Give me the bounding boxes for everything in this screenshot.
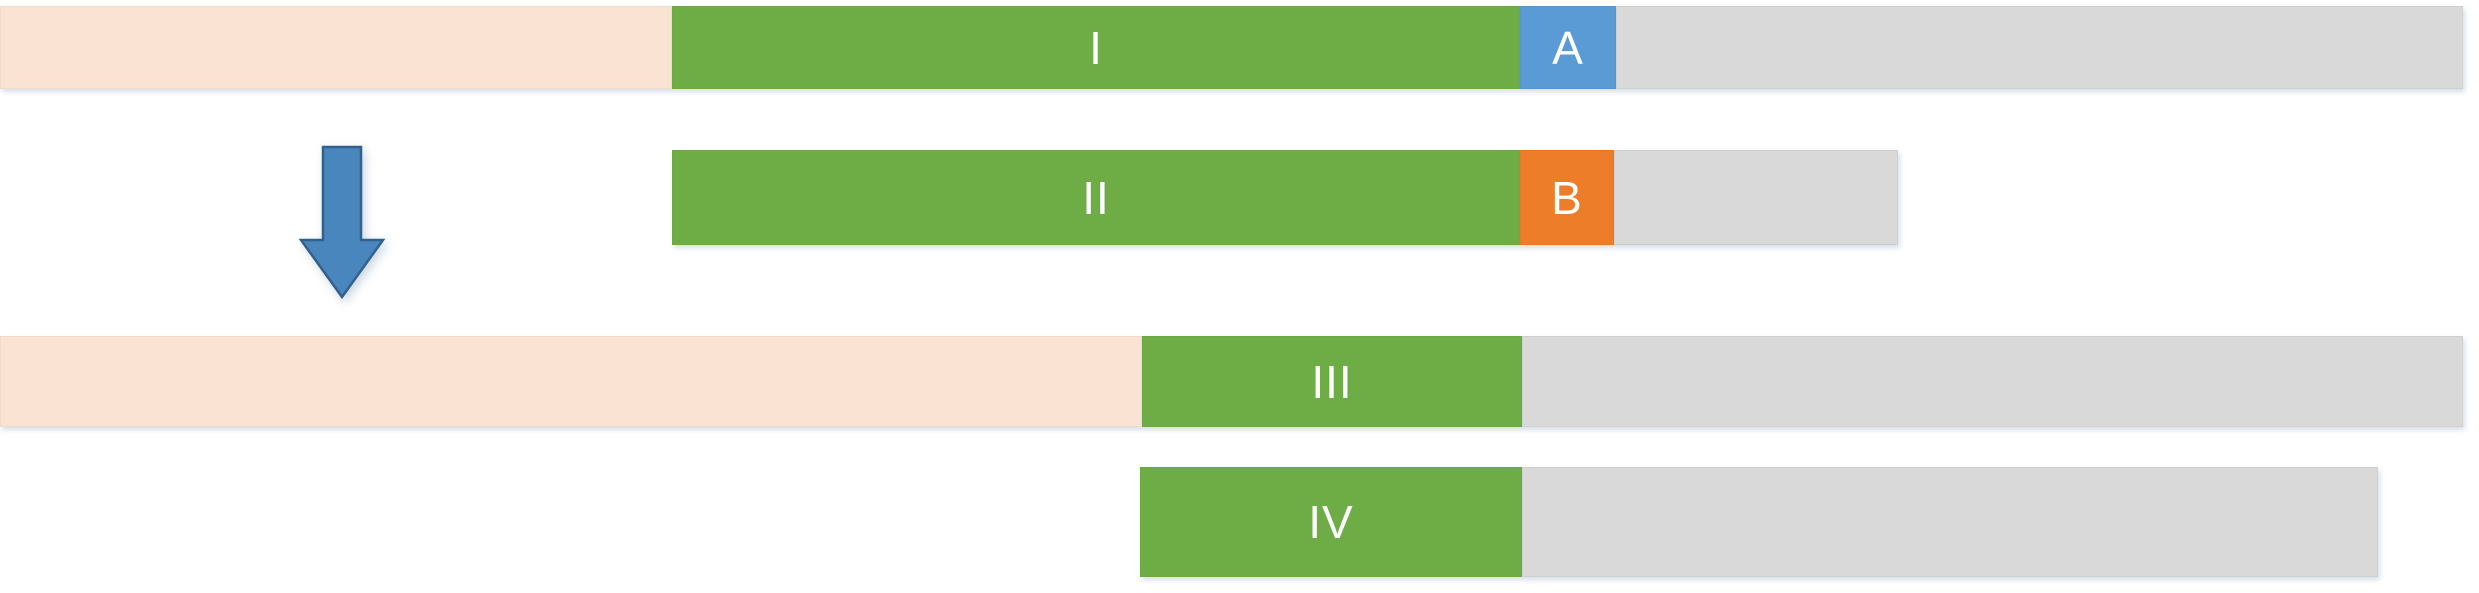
down-arrow-icon xyxy=(298,145,386,300)
segment-label: IV xyxy=(1308,496,1354,548)
segment-row-1-prefix xyxy=(0,6,672,89)
segment-label: B xyxy=(1551,171,1583,224)
segment-row-2-marker-b: B xyxy=(1520,150,1614,245)
segment-label: I xyxy=(1089,21,1103,74)
segment-row-3-suffix xyxy=(1522,336,2463,427)
segment-row-4-suffix xyxy=(1522,467,2378,577)
segment-label: II xyxy=(1082,171,1110,224)
segment-row-2-main: II xyxy=(672,150,1520,245)
segment-row-1-main: I xyxy=(672,6,1520,89)
segment-row-3-main: III xyxy=(1142,336,1522,427)
segment-row-2-suffix xyxy=(1614,150,1898,245)
bar-row-row-3: III xyxy=(0,336,2463,427)
bar-row-row-4: IV xyxy=(1140,467,2378,577)
down-arrow-shape xyxy=(298,145,386,300)
segment-label: III xyxy=(1311,355,1353,408)
bar-row-row-2: II B xyxy=(672,150,1898,245)
segment-row-3-prefix xyxy=(0,336,1142,427)
segment-row-4-main: IV xyxy=(1140,467,1522,577)
segment-row-1-marker-a: A xyxy=(1520,6,1616,89)
segment-label: A xyxy=(1552,21,1584,74)
segment-row-1-suffix xyxy=(1616,6,2463,89)
